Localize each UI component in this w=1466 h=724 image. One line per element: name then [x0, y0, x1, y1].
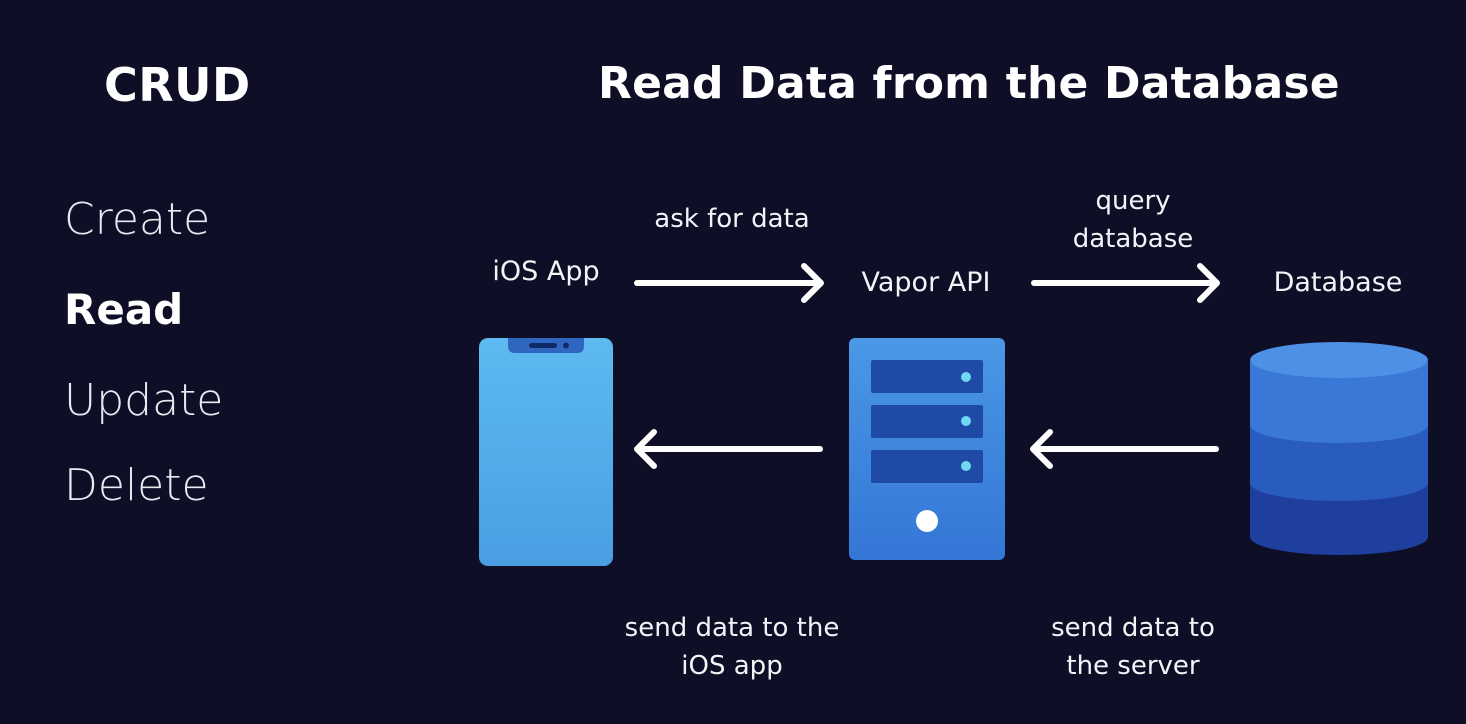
- arrow-send-to-ios: [634, 429, 823, 469]
- edge-label-ask-for-data: ask for data: [654, 204, 810, 234]
- edge-label-send-server-line1: send data to: [1051, 613, 1215, 643]
- edge-label-query-database: query database: [1040, 182, 1226, 258]
- arrow-ask-for-data: [634, 263, 824, 303]
- database-label: Database: [1273, 267, 1403, 298]
- crud-title: CRUD: [104, 58, 251, 112]
- arrow-query-database: [1031, 263, 1220, 303]
- edge-label-send-server-line2: the server: [1066, 651, 1200, 681]
- menu-item-update[interactable]: Update: [64, 375, 224, 426]
- page-title: Read Data from the Database: [598, 58, 1340, 109]
- menu-item-delete[interactable]: Delete: [64, 460, 209, 511]
- ios-app-label: iOS App: [492, 256, 600, 287]
- edge-label-send-ios-line2: iOS app: [681, 651, 783, 681]
- server-icon: [849, 338, 1005, 560]
- vapor-api-label: Vapor API: [861, 267, 991, 298]
- database-icon: [1250, 342, 1428, 555]
- edge-label-send-to-ios: send data to the iOS app: [610, 609, 854, 685]
- arrow-send-to-server: [1030, 429, 1219, 469]
- menu-item-read[interactable]: Read: [64, 285, 184, 334]
- edge-label-query-line1: query: [1095, 186, 1171, 216]
- phone-icon: [479, 338, 613, 566]
- edge-label-query-line2: database: [1072, 224, 1194, 254]
- edge-label-send-to-server: send data to the server: [1030, 609, 1236, 685]
- edge-label-send-ios-line1: send data to the: [624, 613, 840, 643]
- menu-item-create[interactable]: Create: [64, 194, 211, 245]
